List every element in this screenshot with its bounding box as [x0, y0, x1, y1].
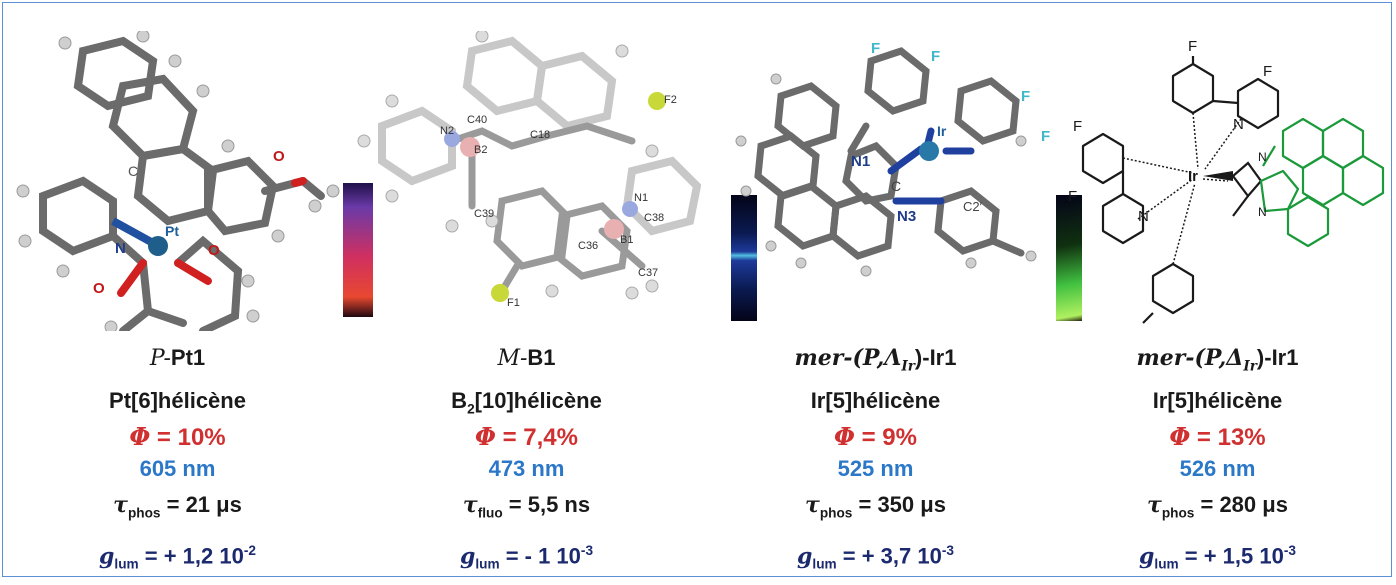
- atom-label: N1: [851, 153, 870, 170]
- lifetime: τphos = 21 μs: [113, 492, 242, 521]
- atom-label: N: [1258, 150, 1267, 164]
- emission-wavelength: 525 nm: [837, 456, 914, 481]
- emission-wavelength: 526 nm: [1179, 456, 1256, 481]
- atom-label: O: [208, 242, 220, 259]
- atom-label: N: [1138, 208, 1149, 225]
- emission-wavelength: 473 nm: [488, 456, 565, 481]
- helicene-type: Ir[5]hélicène: [1152, 388, 1283, 413]
- pt1-properties: P-Pt1 Pt[6]hélicène Φ = 10% 605 nm τphos…: [3, 341, 352, 572]
- atom-label: B1: [620, 234, 633, 246]
- quantum-yield: Φ = 9%: [834, 422, 917, 451]
- dissymmetry-factor: glum = + 3,7 10-3: [797, 543, 954, 572]
- helicene-type: B2[10]hélicène: [451, 388, 602, 417]
- ir-atom-icon: [919, 141, 939, 161]
- atom-label: N3: [897, 208, 916, 225]
- compound-name: P-Pt1: [149, 345, 206, 371]
- atom-label: Ir: [1188, 168, 1198, 185]
- helicene-type: Pt[6]hélicène: [109, 388, 246, 413]
- compound-name: mer-(P,ΛIr)-Ir1: [794, 345, 957, 375]
- atom-label: C40: [467, 114, 487, 126]
- nitrogen-atom-icon: [622, 201, 638, 217]
- atom-label: O: [273, 148, 285, 165]
- atom-label: F: [1073, 118, 1082, 135]
- emission-tube-icon: [731, 195, 757, 321]
- pt-atom-icon: [148, 236, 168, 256]
- atom-label: F: [1068, 188, 1077, 205]
- nitrogen-atom-icon: [444, 131, 460, 147]
- b1-properties: M-B1 B2[10]hélicène Φ = 7,4% 473 nm τflu…: [352, 341, 701, 572]
- atom-label: F: [1188, 38, 1197, 55]
- ir1-delta-properties: mer-(P,ΔIr)-Ir1 Ir[5]hélicène Φ = 13% 52…: [1043, 341, 1392, 572]
- fluorine-atom-icon: [648, 92, 666, 110]
- atom-label: C39: [474, 208, 494, 220]
- atom-label: F2: [664, 94, 677, 106]
- lifetime: τphos = 350 μs: [805, 492, 946, 521]
- boron-atom-icon: [604, 219, 624, 239]
- emission-wavelength: 605 nm: [139, 456, 216, 481]
- boron-atom-icon: [460, 137, 480, 157]
- quantum-yield: Φ = 10%: [129, 422, 226, 451]
- b1-structure: F2 N2 B2 C40 C18 C39 N1 C38 C36 B1 C37 F…: [357, 31, 701, 309]
- panel-ir1-lambda: F F F F Ir N1 C N3 C2′ mer-(P,ΛIr)-Ir1 I…: [701, 3, 1082, 578]
- atom-label: Pt: [165, 223, 179, 239]
- compound-name: mer-(P,ΔIr)-Ir1: [1136, 345, 1299, 375]
- atom-label: F1: [507, 297, 520, 309]
- atom-label: F: [871, 40, 880, 57]
- atom-label: F: [931, 48, 940, 65]
- compound-name: M-B1: [497, 345, 556, 371]
- quantum-yield: Φ = 13%: [1169, 422, 1266, 451]
- panel-pt1: C N Pt O O O P-Pt1 Pt[6]hélicène Φ = 10%…: [3, 3, 373, 578]
- atom-label: C38: [644, 212, 664, 224]
- emission-tube-icon: [343, 183, 373, 317]
- atom-label: N: [1258, 205, 1267, 219]
- dissymmetry-factor: glum = + 1,5 10-3: [1139, 543, 1296, 572]
- figure-frame: C N Pt O O O P-Pt1 Pt[6]hélicène Φ = 10%…: [2, 2, 1392, 577]
- helicene-type: Ir[5]hélicène: [810, 388, 941, 413]
- atom-label: N2: [440, 125, 454, 137]
- dissymmetry-factor: glum = - 1 10-3: [459, 543, 594, 572]
- atom-label: F: [1041, 128, 1050, 145]
- atom-label: B2: [474, 144, 487, 156]
- atom-label: N1: [634, 192, 648, 204]
- fluorine-atom-icon: [491, 284, 509, 302]
- atom-label: Ir: [937, 123, 947, 139]
- dissymmetry-factor: glum = + 1,2 10-2: [99, 543, 256, 572]
- panel-ir1-delta: F F F F Ir N N N N mer-(P,ΔIr)-Ir1 Ir[5]…: [1043, 3, 1392, 578]
- atom-label: C36: [578, 240, 598, 252]
- atom-label: N: [1233, 116, 1244, 133]
- pt1-structure: C N Pt O O O: [16, 31, 340, 331]
- emission-tube-icon: [1056, 195, 1082, 321]
- atom-label: O: [93, 280, 105, 297]
- atom-label: C2′: [963, 199, 983, 214]
- lifetime: τphos = 280 μs: [1147, 492, 1288, 521]
- ir1-lambda-properties: mer-(P,ΛIr)-Ir1 Ir[5]hélicène Φ = 9% 525…: [701, 341, 1050, 572]
- atom-label: C37: [638, 267, 658, 279]
- atom-label: F: [1263, 63, 1272, 80]
- lifetime: τfluo = 5,5 ns: [462, 492, 591, 521]
- atom-label: C18: [530, 129, 550, 141]
- quantum-yield: Φ = 7,4%: [475, 422, 578, 451]
- atom-label: F: [1021, 88, 1030, 105]
- atom-label: C: [891, 178, 901, 194]
- atom-label: N: [115, 240, 126, 257]
- panel-b1: F2 N2 B2 C40 C18 C39 N1 C38 C36 B1 C37 F…: [352, 3, 701, 578]
- atom-label: C: [128, 163, 138, 179]
- ir1-lambda-structure: F F F F Ir N1 C N3 C2′: [735, 40, 1050, 277]
- ir1-delta-structure: F F F F Ir N N N N: [1068, 38, 1385, 324]
